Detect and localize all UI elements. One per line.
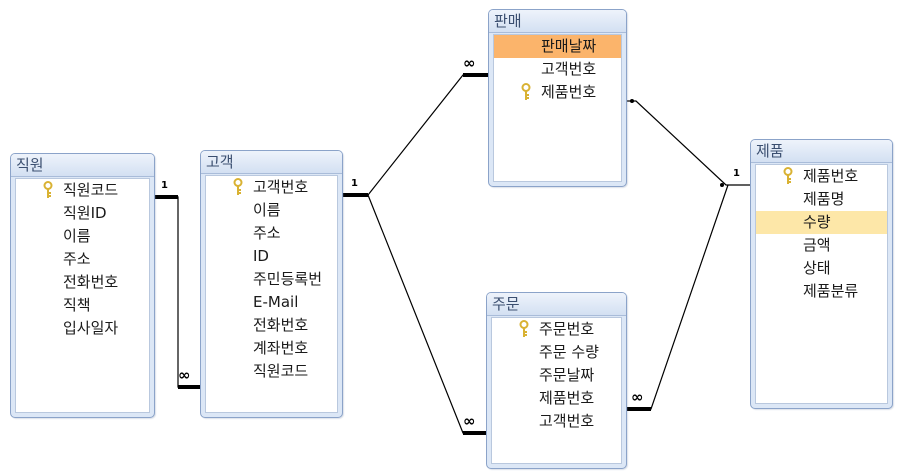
field-list: 판매날짜 고객번호 제품번호 <box>493 34 622 182</box>
field-address[interactable]: 주소 <box>206 222 337 245</box>
field-list: 제품번호 제품명 수량 금액 상태 제품분류 <box>755 164 888 404</box>
field-label: 계좌번호 <box>253 339 309 357</box>
field-label: 주문날짜 <box>539 366 595 384</box>
key-icon <box>783 167 793 184</box>
relationship-line-customer-order[interactable] <box>367 194 488 434</box>
field-hire-date[interactable]: 입사일자 <box>16 317 149 340</box>
field-label: 판매날짜 <box>541 37 597 55</box>
field-label: 직원코드 <box>253 362 309 380</box>
key-icon <box>519 320 529 337</box>
field-label: 주민등록번 <box>253 270 323 288</box>
table-employee[interactable]: 직원 직원코드 직원ID 이름 주소 전화번호 직책 입사일자 <box>10 153 155 418</box>
field-label: 고객번호 <box>541 60 597 78</box>
field-product-number[interactable]: 제품번호 <box>494 81 621 104</box>
field-label: 제품분류 <box>803 282 859 300</box>
field-quantity[interactable]: 수량 <box>756 211 887 234</box>
field-order-quantity[interactable]: 주문 수량 <box>492 341 621 364</box>
field-label: 금액 <box>803 236 831 254</box>
cardinality-many-order: ∞ <box>463 412 475 430</box>
field-label: 직원코드 <box>63 181 119 199</box>
field-account-number[interactable]: 계좌번호 <box>206 337 337 360</box>
field-order-number[interactable]: 주문번호 <box>492 318 621 341</box>
field-list: 주문번호 주문 수량 주문날짜 제품번호 고객번호 <box>491 317 622 464</box>
field-employee-code[interactable]: 직원코드 <box>206 360 337 383</box>
cardinality-many-order-product: ∞ <box>631 388 643 406</box>
field-product-number[interactable]: 제품번호 <box>492 387 621 410</box>
field-amount[interactable]: 금액 <box>756 234 887 257</box>
field-customer-number[interactable]: 고객번호 <box>494 58 621 81</box>
field-list: 고객번호 이름 주소 ID 주민등록번 E-Mail 전화번호 계좌번호 직원코… <box>205 175 338 413</box>
table-order[interactable]: 주문 주문번호 주문 수량 주문날짜 제품번호 고객번호 <box>486 292 627 469</box>
field-label: 입사일자 <box>63 319 119 337</box>
field-label: 고객번호 <box>539 412 595 430</box>
field-status[interactable]: 상태 <box>756 257 887 280</box>
field-label: 전화번호 <box>63 273 119 291</box>
field-position[interactable]: 직책 <box>16 294 149 317</box>
field-employee-code[interactable]: 직원코드 <box>16 179 149 202</box>
key-icon <box>233 178 243 195</box>
field-name[interactable]: 이름 <box>206 199 337 222</box>
relationship-line-product-order[interactable] <box>627 184 729 410</box>
key-icon <box>43 181 53 198</box>
field-label: 상태 <box>803 259 831 277</box>
field-label: 제품명 <box>803 190 845 208</box>
field-label: 제품번호 <box>803 167 859 185</box>
field-customer-number[interactable]: 고객번호 <box>492 410 621 433</box>
table-title[interactable]: 주문 <box>487 293 626 316</box>
key-icon <box>521 83 531 100</box>
field-employee-id[interactable]: 직원ID <box>16 202 149 225</box>
field-id[interactable]: ID <box>206 245 337 268</box>
table-product[interactable]: 제품 제품번호 제품명 수량 금액 상태 제품분류 <box>750 139 893 409</box>
field-sale-date[interactable]: 판매날짜 <box>494 35 621 58</box>
table-title[interactable]: 판매 <box>489 10 626 33</box>
cardinality-one-employee: 1 <box>161 180 168 191</box>
field-label: 직원ID <box>63 204 107 222</box>
field-email[interactable]: E-Mail <box>206 291 337 314</box>
field-customer-number[interactable]: 고객번호 <box>206 176 337 199</box>
field-phone[interactable]: 전화번호 <box>16 271 149 294</box>
relationship-line-product-sales[interactable] <box>627 100 750 186</box>
table-title[interactable]: 제품 <box>751 140 892 163</box>
field-label: 주문번호 <box>539 320 595 338</box>
field-label: E-Mail <box>253 293 299 311</box>
cardinality-many-sales: ∞ <box>463 54 475 72</box>
field-label: 주소 <box>253 224 281 242</box>
field-label: ID <box>253 247 269 265</box>
field-name[interactable]: 이름 <box>16 225 149 248</box>
field-label: 제품번호 <box>539 389 595 407</box>
field-label: 주소 <box>63 250 91 268</box>
field-label: 수량 <box>803 213 831 231</box>
field-label: 이름 <box>253 201 281 219</box>
field-label: 직책 <box>63 296 91 314</box>
table-customer[interactable]: 고객 고객번호 이름 주소 ID 주민등록번 E-Mail 전화번호 계좌번호 … <box>200 150 343 418</box>
cardinality-one-product: 1 <box>733 168 740 179</box>
relationship-line-customer-sales[interactable] <box>343 74 488 196</box>
field-product-name[interactable]: 제품명 <box>756 188 887 211</box>
field-resident-number[interactable]: 주민등록번 <box>206 268 337 291</box>
field-label: 고객번호 <box>253 178 309 196</box>
table-title[interactable]: 고객 <box>201 151 342 174</box>
table-title[interactable]: 직원 <box>11 154 154 177</box>
field-product-number[interactable]: 제품번호 <box>756 165 887 188</box>
field-list: 직원코드 직원ID 이름 주소 전화번호 직책 입사일자 <box>15 178 150 413</box>
relationship-line-employee-customer[interactable] <box>155 196 200 388</box>
field-label: 제품번호 <box>541 83 597 101</box>
field-order-date[interactable]: 주문날짜 <box>492 364 621 387</box>
cardinality-many-customer: ∞ <box>178 366 190 384</box>
field-label: 이름 <box>63 227 91 245</box>
field-address[interactable]: 주소 <box>16 248 149 271</box>
field-phone[interactable]: 전화번호 <box>206 314 337 337</box>
cardinality-one-customer: 1 <box>351 178 358 189</box>
table-sales[interactable]: 판매 판매날짜 고객번호 제품번호 <box>488 9 627 187</box>
field-label: 주문 수량 <box>539 343 599 361</box>
field-label: 전화번호 <box>253 316 309 334</box>
field-product-category[interactable]: 제품분류 <box>756 280 887 303</box>
